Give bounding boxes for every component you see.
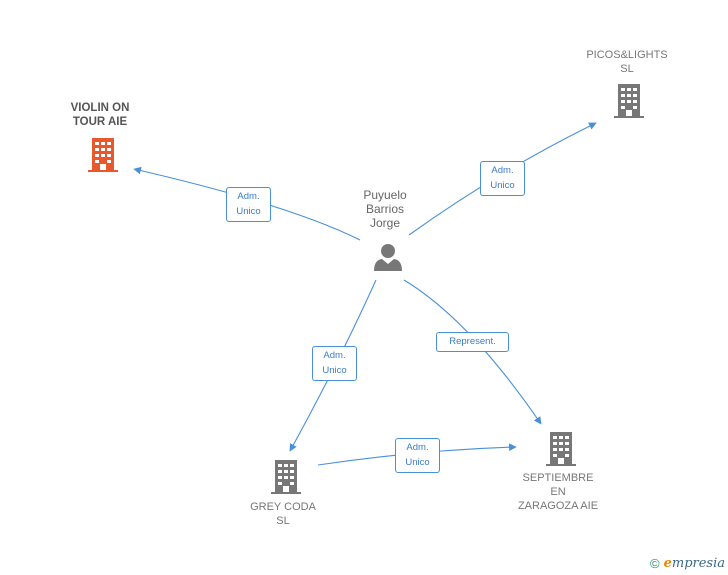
building-icon[interactable] — [614, 84, 644, 118]
node-label-grey[interactable]: GREY CODA SL — [250, 501, 316, 527]
edge-label-to-picos: Adm. Unico — [480, 161, 525, 196]
person-icon[interactable] — [374, 244, 402, 271]
node-label-septiembre[interactable]: SEPTIEMBRE EN ZARAGOZA AIE — [517, 472, 599, 512]
building-icon[interactable] — [546, 432, 576, 466]
edge-label-to-violin: Adm. Unico — [226, 187, 271, 222]
edge-label-to-grey: Adm. Unico — [312, 346, 357, 381]
node-label-picos[interactable]: PICOS&LIGHTS SL — [586, 49, 668, 75]
node-label-person[interactable]: Puyuelo Barrios Jorge — [363, 188, 407, 230]
edge-person-to-septiembre — [403, 279, 542, 425]
edge-label-to-septiembre: Represent. — [436, 332, 509, 352]
brand-logo: empresia — [663, 556, 726, 571]
building-icon[interactable] — [271, 460, 301, 494]
copyright-icon: © — [650, 555, 660, 571]
edge-label-grey-to-septiembre: Adm. Unico — [395, 438, 440, 473]
building-icon[interactable] — [88, 138, 118, 172]
brand-footer: © empresia — [650, 556, 725, 571]
node-label-violin[interactable]: VIOLIN ON TOUR AIE — [70, 102, 130, 128]
